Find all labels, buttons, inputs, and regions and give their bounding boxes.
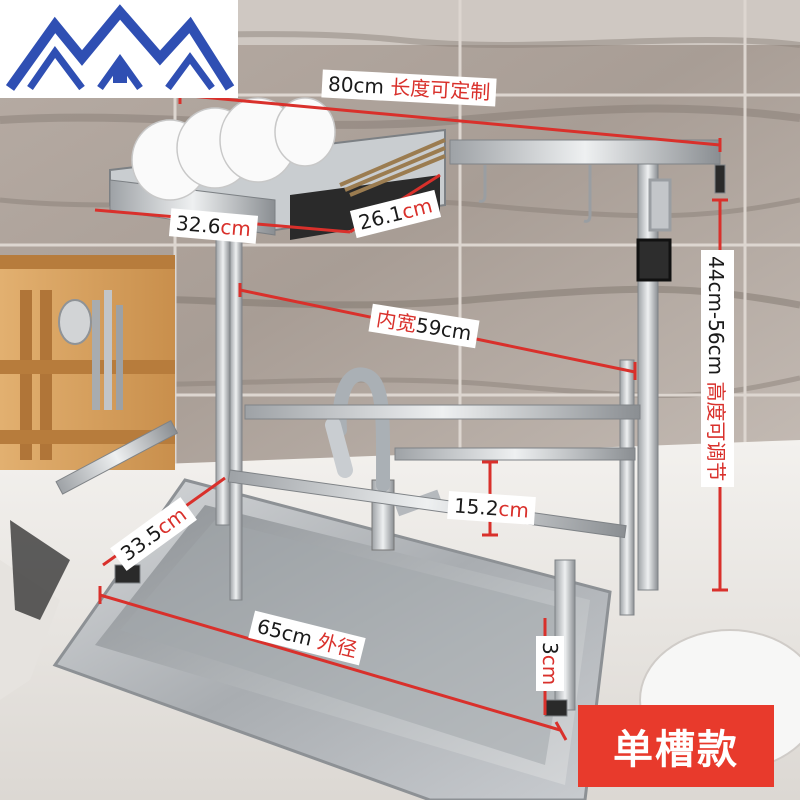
foot-value: 3 (538, 642, 562, 655)
foot-label: 3cm (536, 636, 564, 692)
length-value: 80cm (327, 71, 385, 99)
shelf-width-value: 32.6 (175, 210, 222, 239)
shelf-width-unit: cm (219, 214, 252, 242)
gap-label: 15.2cm (447, 490, 536, 526)
variant-badge: 单槽款 (578, 705, 774, 787)
house-roof-logo-icon (0, 0, 238, 98)
drying-rack-frame (55, 139, 726, 717)
height-note: 高度可调节 (704, 381, 728, 482)
height-label: 44cm-56cm 高度可调节 (701, 250, 734, 488)
shelf-depth-unit: cm (399, 193, 435, 224)
gap-value: 15.2 (453, 493, 500, 521)
inner-width-note: 内宽 (374, 306, 418, 337)
hooks (478, 165, 672, 282)
gap-unit: cm (497, 496, 530, 523)
height-value: 44cm-56cm (704, 256, 728, 376)
foot-unit: cm (538, 654, 562, 686)
length-note: 长度可定制 (389, 75, 491, 105)
